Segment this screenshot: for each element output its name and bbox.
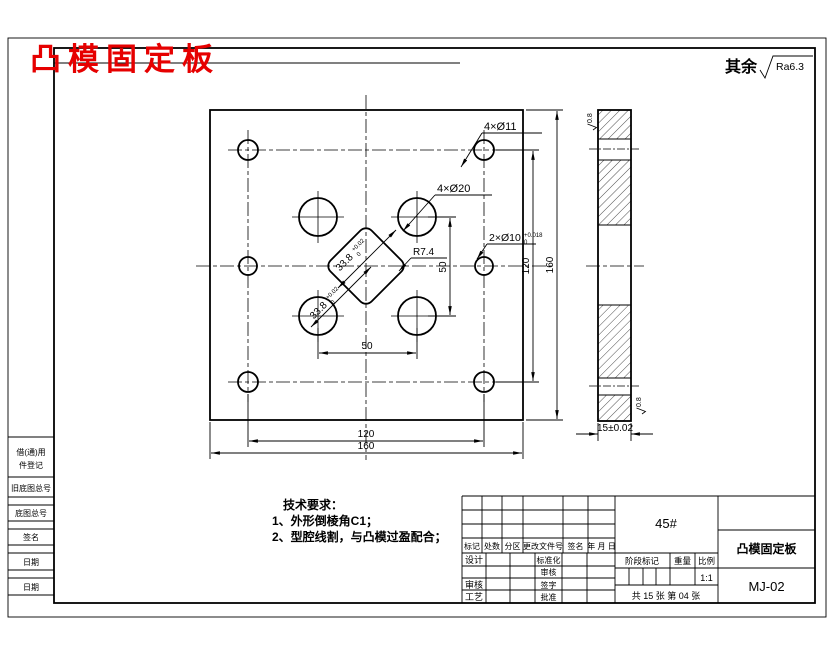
bolt-hole — [237, 371, 259, 393]
dim-horizontal-50: 50 — [317, 328, 418, 359]
svg-text:160: 160 — [545, 256, 556, 273]
page-title: 凸模固定板 — [30, 42, 220, 77]
rev-header: 分区 — [505, 542, 521, 551]
rev-header: 年 月 日 — [587, 541, 615, 551]
dim-vertical-50: 50 — [428, 216, 456, 317]
roughness-symbol-icon — [759, 55, 813, 80]
svg-text:4×Ø20: 4×Ø20 — [437, 183, 470, 195]
svg-text:2×Ø10: 2×Ø10 — [489, 232, 521, 244]
weight-label: 重量 — [674, 556, 692, 566]
scale-label: 比例 — [698, 556, 715, 566]
tech-req-heading: 技术要求： — [283, 497, 343, 512]
dim-right-160: 160 — [526, 109, 563, 421]
hatch-band — [598, 305, 631, 378]
surface-prefix: 其余 — [725, 57, 758, 76]
surface-note: 其余 Ra6.3 — [725, 55, 813, 80]
sheet-info: 共 15 张 第 04 张 — [632, 590, 701, 601]
sign-label: 工艺 — [465, 592, 483, 602]
drawing-number: MJ-02 — [748, 579, 784, 594]
label-big-holes: 4×Ø20 — [402, 183, 492, 232]
part-name: 凸模固定板 — [736, 541, 797, 556]
sign-label: 审核 — [465, 579, 483, 590]
hatch-band — [598, 160, 631, 225]
svg-text:4×Ø11: 4×Ø11 — [484, 121, 517, 133]
sign-label: 设计 — [465, 554, 483, 565]
svg-text:33.8: 33.8 — [334, 252, 356, 274]
section-centerlines — [586, 148, 644, 387]
section-view: 0.8 0.8 15±0.02 — [576, 109, 653, 441]
strip-label: 底图总号 — [15, 508, 47, 518]
tech-req-item: 2、型腔线割，与凸模过盈配合； — [272, 529, 447, 544]
dowel-hole — [238, 256, 258, 276]
title-block-grid — [461, 495, 815, 603]
left-strip: 借(通)用 件登记 旧底图总号 底图总号 签名 日期 日期 — [8, 436, 54, 596]
tech-requirements: 技术要求： 1、外形倒棱角C1； 2、型腔线割，与凸模过盈配合； — [272, 497, 447, 544]
strip-label: 日期 — [23, 558, 39, 567]
material-value: 45# — [655, 516, 677, 531]
rev-header: 标记 — [464, 541, 480, 551]
stage-label: 阶段标记 — [625, 556, 660, 566]
plate-outline — [209, 109, 524, 421]
drawing-frame — [7, 37, 827, 618]
svg-text:120: 120 — [521, 257, 532, 274]
strip-label: 日期 — [23, 583, 39, 592]
svg-text:0: 0 — [524, 240, 528, 246]
svg-text:160: 160 — [358, 441, 375, 452]
svg-text:33.8: 33.8 — [308, 300, 330, 322]
label-radius: R7.4 — [398, 247, 447, 272]
svg-text:50: 50 — [361, 341, 373, 352]
svg-text:0.8: 0.8 — [587, 113, 594, 123]
strip-label: 件登记 — [19, 460, 43, 470]
label-corner-holes: 4×Ø11 — [460, 121, 542, 168]
hatch-band — [598, 395, 631, 421]
dim-bottom-160: 160 — [209, 422, 524, 459]
roughness-mark-top: 0.8 — [587, 113, 598, 131]
scale-value: 1:1 — [700, 573, 713, 583]
dim-right-120: 120 — [496, 149, 539, 383]
svg-text:0.8: 0.8 — [636, 397, 643, 407]
sign-label: 签字 — [541, 580, 557, 590]
surface-value: Ra6.3 — [776, 61, 804, 73]
roughness-mark-bottom: 0.8 — [636, 397, 647, 415]
title-block: 标记 处数 分区 更改文件号 签名 年 月 日 设计 审核 工艺 标准化 审核 … — [461, 495, 815, 603]
strip-label: 旧底图总号 — [11, 483, 51, 493]
svg-text:15±0.02: 15±0.02 — [597, 423, 634, 434]
sign-label: 标准化 — [537, 555, 561, 565]
dim-thickness: 15±0.02 — [576, 423, 653, 441]
strip-label: 签名 — [23, 532, 39, 542]
svg-text:0: 0 — [330, 299, 337, 306]
bolt-hole — [473, 139, 495, 161]
inner-frame — [53, 47, 816, 604]
rev-header: 更改文件号 — [523, 541, 563, 551]
rev-header: 处数 — [484, 541, 500, 551]
svg-text:50: 50 — [438, 261, 449, 273]
svg-text:R7.4: R7.4 — [413, 247, 435, 258]
section-outline — [597, 109, 632, 422]
svg-text:0: 0 — [356, 251, 363, 258]
hatch-band — [598, 110, 631, 139]
sign-label: 批准 — [541, 592, 557, 602]
section-hole-edges — [598, 138, 631, 396]
svg-text:+0.018: +0.018 — [524, 233, 543, 239]
sign-label: 审核 — [541, 567, 557, 577]
dim-bottom-120: 120 — [247, 394, 485, 447]
bolt-hole — [473, 371, 495, 393]
strip-label: 借(通)用 — [16, 447, 45, 457]
dowel-hole — [474, 256, 494, 276]
cavity-dim-a: 33.8 +0.02 0 — [334, 229, 397, 289]
svg-text:+0.02: +0.02 — [351, 238, 366, 253]
svg-text:120: 120 — [358, 429, 375, 440]
bolt-hole — [237, 139, 259, 161]
outer-border — [7, 37, 827, 618]
rev-header: 签名 — [568, 541, 584, 551]
tech-req-item: 1、外形倒棱角C1； — [272, 513, 378, 528]
front-view: 33.8 +0.02 0 33.8 +0.02 0 4×Ø11 4×Ø20 — [196, 95, 563, 460]
